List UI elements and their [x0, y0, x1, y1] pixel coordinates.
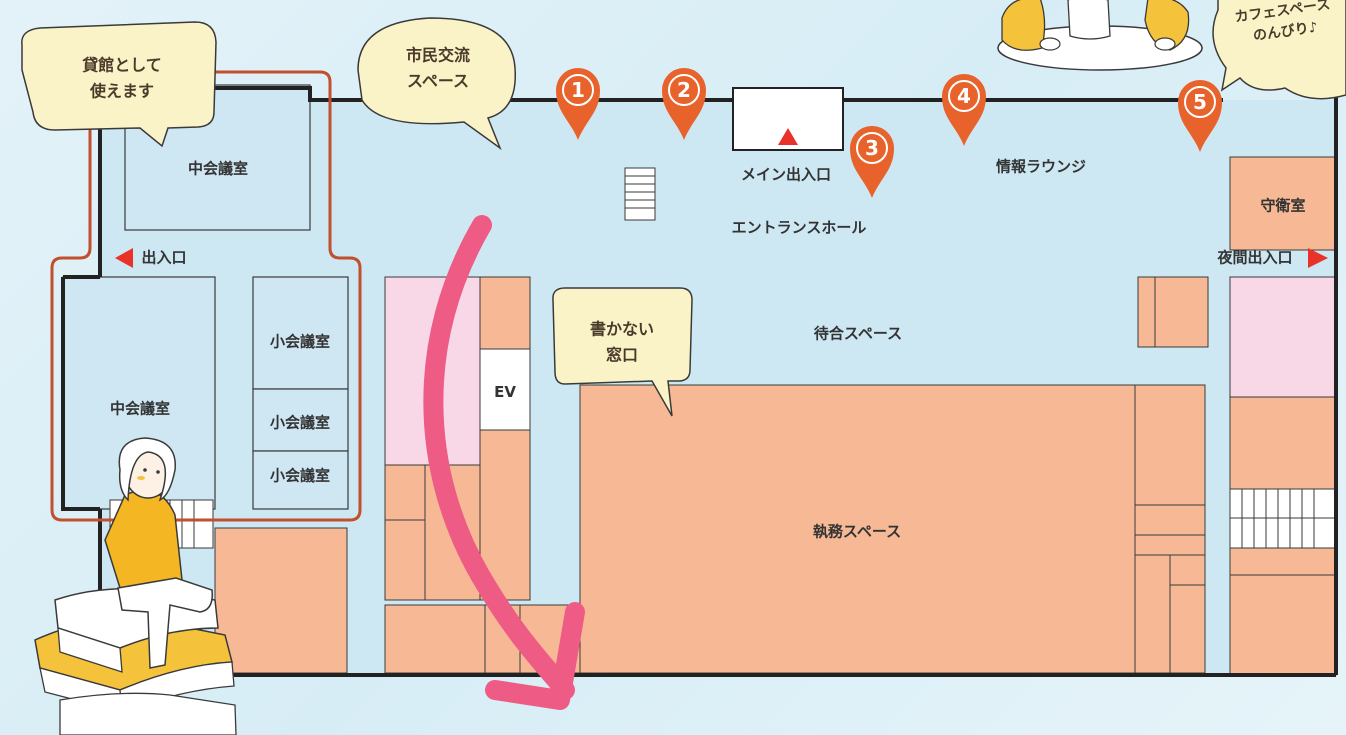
stairs-right: [1229, 488, 1337, 549]
right-block-d: [1229, 574, 1337, 676]
work-space-side-a: [1134, 384, 1206, 506]
right-block-a: [1137, 276, 1209, 348]
rental-bubble-text: 貸館として 使えます: [82, 52, 162, 103]
right-block-c: [1229, 547, 1337, 576]
citizen-bubble-text: 市民交流 スペース: [406, 42, 470, 93]
small-meeting-room-2: [252, 388, 349, 452]
elevator: [479, 348, 531, 431]
flow-arrow-head-icon: [485, 602, 585, 710]
small-meeting-room-1: [252, 276, 349, 390]
pin-1-icon: 1: [556, 68, 600, 140]
stair-room-left: [479, 276, 531, 350]
pin-2-number: 2: [677, 78, 691, 102]
stairs-center: [624, 167, 656, 221]
side-entrance-label: 出入口: [141, 248, 187, 267]
guard-room-label: 守衛室: [1260, 196, 1306, 215]
cafe-speech-bubble: [1212, 0, 1346, 100]
pin-5-icon: 5: [1178, 80, 1222, 152]
counter-bubble-line-1: 書かない: [589, 319, 655, 339]
citizen-bubble-line-2: スペース: [406, 71, 470, 90]
info-lounge-label: 情報ラウンジ: [995, 157, 1087, 176]
counter-speech-bubble: [552, 287, 693, 417]
pink-room-right: [1229, 276, 1337, 398]
side-entrance-arrow-icon: [115, 248, 133, 268]
small-meeting-room-2-label: 小会議室: [269, 413, 331, 432]
night-entrance-arrow-icon: [1308, 248, 1328, 268]
counter-bubble-line-2: 窓口: [605, 345, 639, 364]
small-meeting-room-1-label: 小会議室: [269, 332, 331, 351]
rental-area-outline: [50, 70, 362, 522]
night-entrance-label: 夜間出入口: [1217, 248, 1293, 267]
rental-bubble-line-1: 貸館として: [82, 55, 162, 75]
pin-2-icon: 2: [662, 68, 706, 140]
citizen-bubble-line-1: 市民交流: [405, 45, 471, 65]
lower-left-office: [214, 527, 348, 674]
pin-4-icon: 4: [942, 74, 986, 146]
mid-meeting-room-top-label: 中会議室: [187, 159, 249, 178]
work-space-side-f: [1169, 584, 1206, 674]
main-door: [732, 87, 844, 151]
work-space-side-c: [1134, 534, 1206, 556]
entrance-hall-label: エントランスホール: [731, 218, 867, 237]
flow-arrow: [423, 215, 575, 700]
small-meeting-room-3: [252, 450, 349, 510]
citizen-speech-bubble: [357, 17, 517, 151]
guard-room: [1229, 156, 1337, 251]
small-meeting-room-3-label: 小会議室: [269, 466, 331, 485]
work-space-label: 執務スペース: [812, 522, 902, 541]
main-entrance-label: メイン出入口: [740, 165, 832, 184]
counter-bubble-text: 書かない 窓口: [590, 316, 654, 367]
waiting-space-label: 待合スペース: [813, 324, 903, 343]
pin-4-number: 4: [957, 84, 971, 108]
cafe-people-illustration: [997, 0, 1203, 71]
work-space-side-b: [1134, 504, 1206, 536]
pin-3-number: 3: [865, 136, 879, 160]
reader-illustration: [34, 437, 237, 735]
rental-bubble-line-2: 使えます: [89, 81, 154, 100]
main-entrance-marker-icon: [778, 128, 798, 145]
pin-3-icon: 3: [850, 126, 894, 198]
pin-1-number: 1: [571, 78, 585, 102]
bottom-block-a: [384, 604, 486, 674]
office-blocks: [214, 156, 1337, 676]
rental-speech-bubble: [21, 21, 217, 148]
elevator-label: EV: [494, 383, 516, 401]
right-block-b: [1229, 396, 1337, 490]
work-space-side-e: [1169, 554, 1206, 586]
mid-meeting-room-left-label: 中会議室: [109, 399, 171, 418]
work-space-side-d: [1134, 554, 1171, 674]
pin-5-number: 5: [1193, 90, 1207, 114]
